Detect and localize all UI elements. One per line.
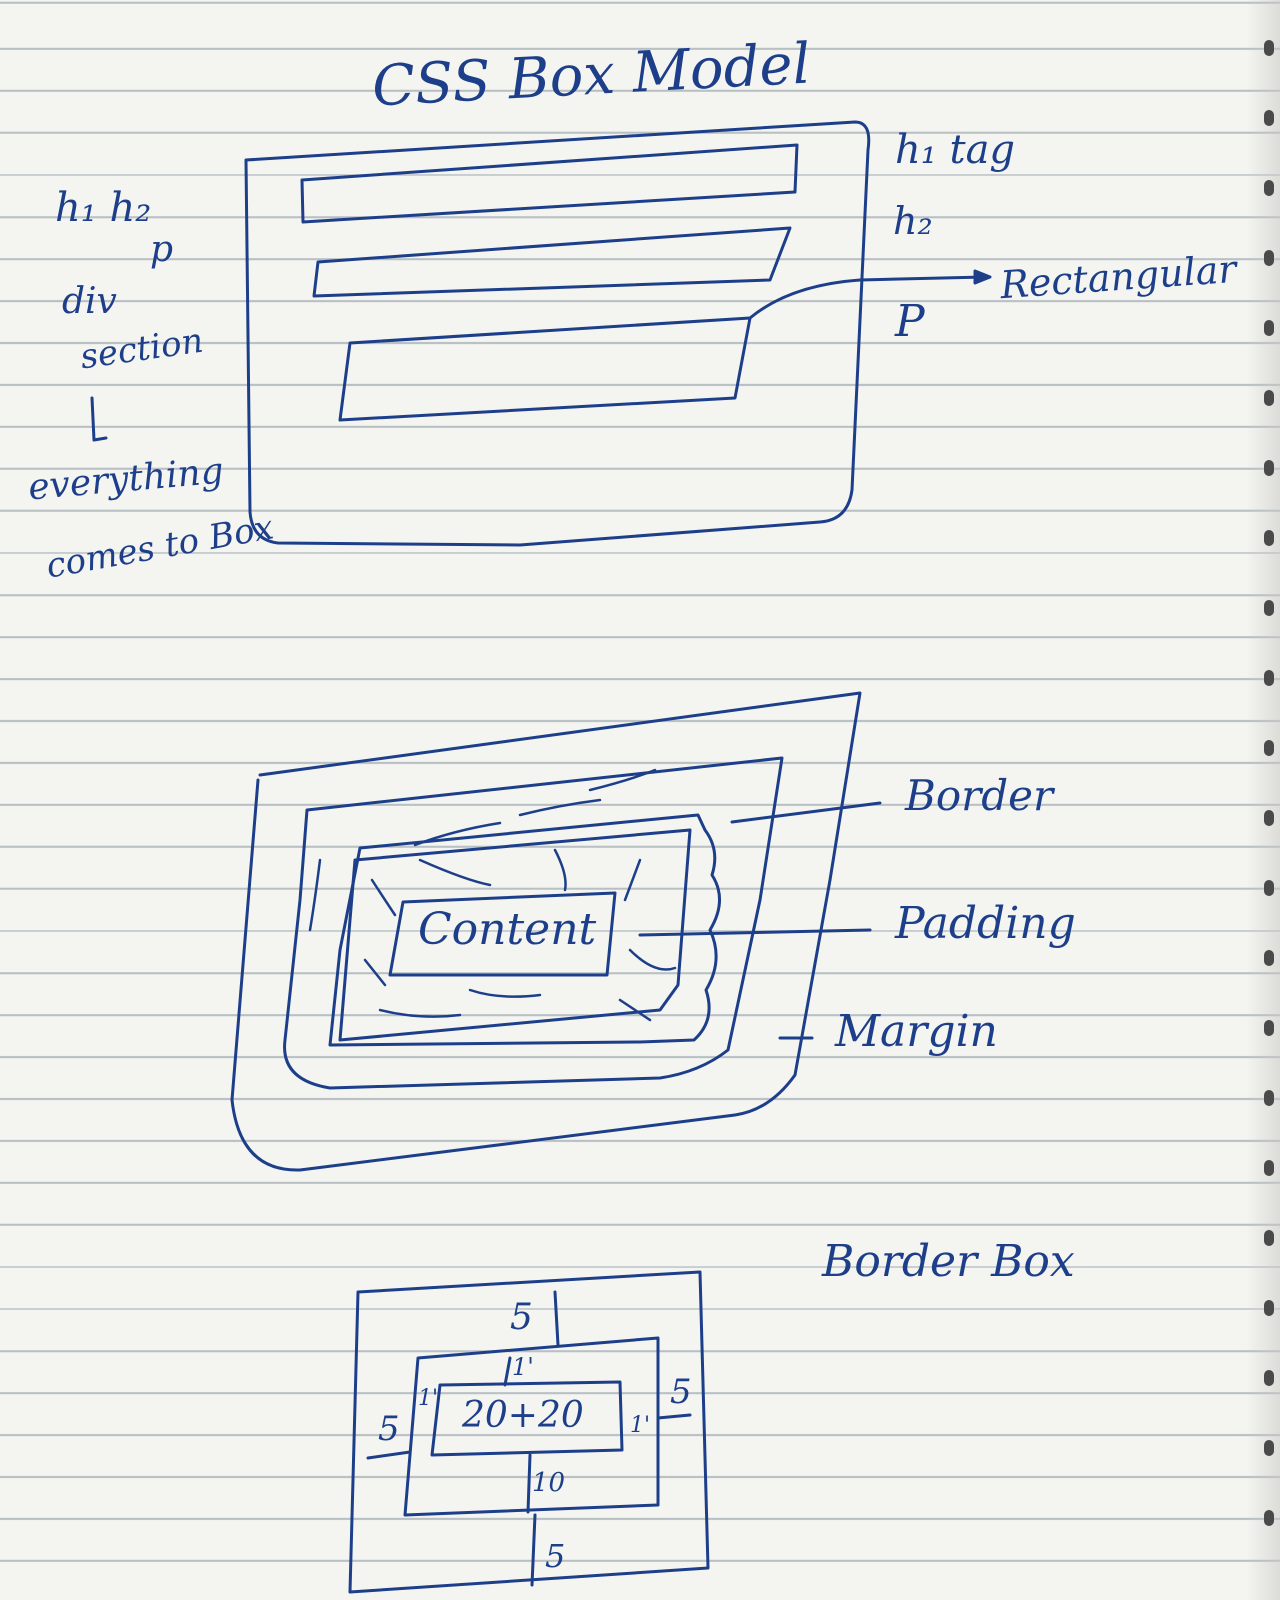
padding-leader bbox=[638, 928, 872, 937]
label-p: P bbox=[895, 296, 925, 347]
left-outer-measure bbox=[366, 1450, 412, 1460]
spiral-hole bbox=[1264, 880, 1274, 896]
side-note-p: p bbox=[150, 229, 174, 270]
spiral-hole bbox=[1264, 1090, 1274, 1106]
spiral-hole bbox=[1264, 670, 1274, 686]
border-box-middle bbox=[403, 1336, 660, 1517]
border-leader bbox=[730, 801, 882, 824]
spiral-hole bbox=[1264, 810, 1274, 826]
page-edge-shadow bbox=[1246, 0, 1280, 1600]
bb-top-outer: 5 bbox=[510, 1297, 533, 1338]
side-note-div: div bbox=[62, 281, 117, 322]
spiral-hole bbox=[1264, 390, 1274, 406]
bb-center: 20+20 bbox=[462, 1395, 584, 1436]
bb-right-outer: 5 bbox=[670, 1372, 692, 1412]
spiral-hole bbox=[1264, 600, 1274, 616]
bottom-outer-measure bbox=[530, 1513, 537, 1587]
margin-box bbox=[230, 691, 862, 1172]
spiral-hole bbox=[1264, 110, 1274, 126]
spiral-hole bbox=[1264, 1020, 1274, 1036]
padding-hatching bbox=[308, 768, 677, 1022]
label-h2: h₂ bbox=[893, 199, 933, 243]
spiral-hole bbox=[1264, 250, 1274, 266]
spiral-hole bbox=[1264, 530, 1274, 546]
spiral-hole bbox=[1264, 1370, 1274, 1386]
page-box-outline bbox=[244, 120, 871, 547]
padding-label: Padding bbox=[895, 898, 1076, 949]
spiral-hole bbox=[1264, 180, 1274, 196]
border-box-title: Border Box bbox=[822, 1236, 1075, 1287]
margin-label: Margin bbox=[835, 1006, 998, 1057]
border-label: Border bbox=[905, 771, 1054, 820]
spiral-hole bbox=[1264, 1510, 1274, 1526]
side-note-headings: h₁ h₂ bbox=[55, 185, 152, 231]
bb-left-outer: 5 bbox=[378, 1409, 400, 1449]
spiral-hole bbox=[1264, 950, 1274, 966]
border-box-outer bbox=[348, 1270, 710, 1594]
h2-bar bbox=[312, 226, 792, 298]
spiral-hole bbox=[1264, 740, 1274, 756]
rectangular-pointer bbox=[748, 275, 987, 320]
spiral-hole bbox=[1264, 1300, 1274, 1316]
label-h1-tag: h₁ tag bbox=[895, 127, 1016, 173]
bb-bottom-outer: 5 bbox=[545, 1537, 566, 1575]
p-bar bbox=[338, 316, 752, 422]
border-box-content bbox=[430, 1380, 624, 1457]
rectangular-arrowhead bbox=[973, 269, 992, 285]
bottom-inner-measure bbox=[526, 1453, 532, 1514]
content-label: Content bbox=[418, 904, 597, 955]
spiral-holes bbox=[1256, 0, 1274, 1600]
padding-inner-box bbox=[338, 828, 692, 1042]
spiral-hole bbox=[1264, 40, 1274, 56]
spiral-hole bbox=[1264, 1160, 1274, 1176]
bb-left-inner: 1' bbox=[418, 1386, 439, 1411]
content-box bbox=[388, 891, 617, 977]
top-inner-measure bbox=[503, 1356, 512, 1387]
h1-bar bbox=[300, 143, 799, 224]
top-measure bbox=[553, 1290, 560, 1347]
spiral-hole bbox=[1264, 460, 1274, 476]
right-outer-measure bbox=[656, 1413, 692, 1420]
spiral-hole bbox=[1264, 1230, 1274, 1246]
spiral-hole bbox=[1264, 320, 1274, 336]
bb-right-inner: 1' bbox=[630, 1413, 651, 1438]
bb-bottom-inner: 10 bbox=[532, 1468, 566, 1498]
bb-top-inner: 1' bbox=[512, 1353, 534, 1381]
section-arrow bbox=[90, 396, 108, 442]
spiral-hole bbox=[1264, 1440, 1274, 1456]
border-box bbox=[283, 756, 784, 1090]
